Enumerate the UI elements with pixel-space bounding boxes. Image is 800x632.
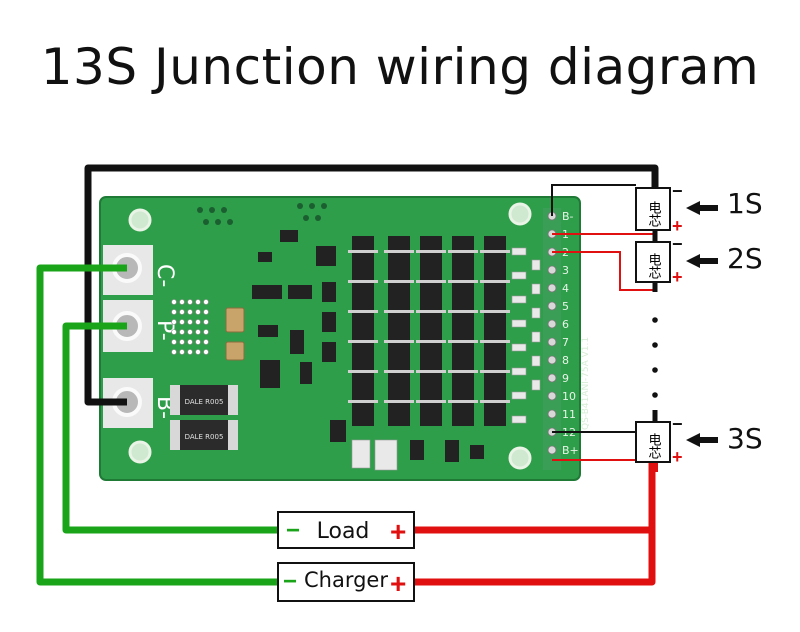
header-label: 11: [562, 408, 576, 421]
diagram-title: 13S Junction wiring diagram: [40, 38, 760, 96]
resistor-marking: DALE R005: [185, 433, 224, 441]
arrow-icon: [686, 254, 718, 268]
resistor-marking: DALE R005: [185, 398, 224, 406]
header-label: 4: [562, 282, 569, 295]
wire-black-b-minus: [84, 164, 659, 406]
load-label: Load: [317, 519, 370, 544]
wire-black-header: [551, 184, 636, 216]
via-cluster-top: [197, 203, 327, 225]
wire-red-charger: [412, 530, 656, 586]
header-label: 5: [562, 300, 569, 313]
balance-resistors: [351, 247, 541, 471]
mosfet-tabs: [348, 250, 510, 403]
small-components: [252, 230, 484, 462]
header-label: B+: [562, 444, 579, 457]
charger-positive: +: [390, 568, 406, 599]
cell-negative: −: [672, 414, 683, 434]
mosfet-array: [352, 236, 506, 426]
pad-label-c: C-: [152, 264, 177, 287]
cell-glyph: 电芯: [646, 433, 662, 459]
cell-3s: 电芯 − + 3S: [635, 414, 763, 467]
load-negative: −: [286, 517, 300, 544]
header-label: 7: [562, 336, 569, 349]
arrow-icon: [686, 433, 718, 447]
load-positive: +: [390, 516, 406, 547]
shunt-resistor-2: DALE R005: [170, 420, 238, 450]
header-label: B-: [562, 210, 574, 223]
board-model-marking: QS-B41ANI-75A V1.1: [581, 337, 591, 430]
cell-label-2s: 2S: [727, 242, 763, 275]
cell-glyph: 电芯: [646, 253, 662, 279]
header-label: 8: [562, 354, 569, 367]
wire-green-load: [62, 322, 280, 534]
charger-label: Charger: [304, 568, 388, 592]
cell-negative: −: [672, 234, 683, 254]
bms-board: C- P- B- DALE R005 DALE R005: [99, 196, 591, 481]
header-label: 3: [562, 264, 569, 277]
header-pins: [547, 211, 557, 455]
cell-positive: +: [672, 447, 683, 467]
load-box: − Load +: [277, 511, 415, 549]
via-grid: [171, 299, 209, 355]
cell-label-1s: 1S: [727, 187, 763, 220]
cell-label-3s: 3S: [727, 422, 763, 455]
charger-negative: −: [283, 568, 297, 595]
arrow-icon: [686, 201, 718, 215]
capacitors: [225, 307, 245, 361]
pad-label-p: P-: [152, 320, 177, 341]
header-label: 9: [562, 372, 569, 385]
cell-1s: 电芯 − + 1S: [635, 181, 763, 236]
cell-positive: +: [672, 267, 683, 287]
shunt-resistor-1: DALE R005: [170, 385, 238, 415]
balance-lead-2: [552, 251, 655, 291]
wire-green-charger: [36, 264, 280, 586]
header-label: 10: [562, 390, 576, 403]
mounting-hole: [128, 202, 532, 470]
cell-glyph: 电芯: [646, 201, 662, 227]
ellipsis-dots: [652, 317, 658, 398]
cell-positive: +: [672, 216, 683, 236]
header-label: 6: [562, 318, 569, 331]
charger-box: − Charger +: [277, 562, 415, 602]
cell-negative: −: [672, 181, 683, 201]
cell-2s: 电芯 − + 2S: [635, 234, 763, 287]
